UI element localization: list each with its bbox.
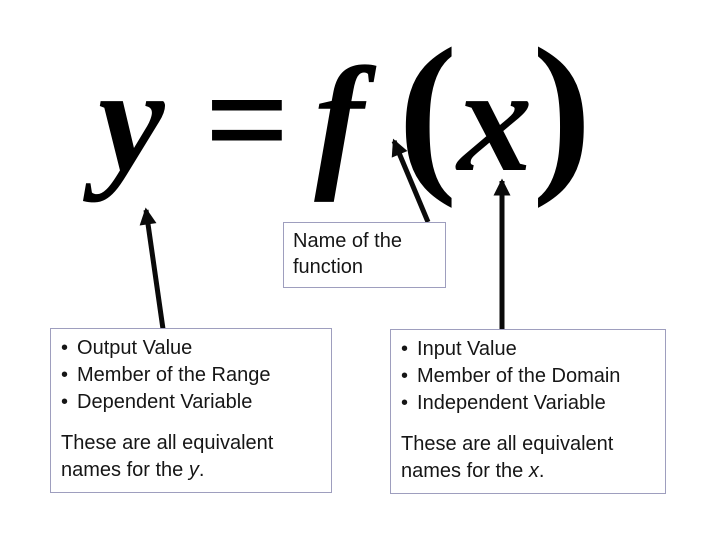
equivalent-names-note: These are all equivalent names for the y… [61, 430, 321, 484]
right-parenthesis: ) [532, 11, 592, 209]
list-item: • Member of the Range [61, 362, 321, 389]
bullet-text: Output Value [77, 337, 193, 359]
bullet-text: Input Value [417, 338, 517, 360]
note-prefix: These are all equivalent names for the [401, 433, 614, 482]
bullet-icon: • [61, 337, 69, 359]
equation-function-name: f [314, 37, 365, 203]
bullet-icon: • [401, 365, 409, 387]
equation-output-variable: y [98, 37, 165, 203]
left-parenthesis: ( [398, 11, 458, 209]
equation: y = f ( x ) [98, 21, 592, 199]
equation-input-variable: x [457, 37, 533, 203]
equals-sign: = [204, 37, 291, 203]
list-item: • Member of the Domain [401, 363, 655, 390]
arrow-to-y-icon [139, 207, 166, 330]
list-item: • Output Value [61, 335, 321, 362]
output-value-callout: • Output Value • Member of the Range • D… [50, 328, 332, 493]
function-name-callout: Name of the function [283, 222, 446, 288]
bullet-icon: • [401, 338, 409, 360]
list-item: • Input Value [401, 336, 655, 363]
input-value-callout: • Input Value • Member of the Domain • I… [390, 329, 666, 494]
note-variable: y [188, 459, 199, 481]
bullet-icon: • [401, 392, 409, 414]
note-prefix: These are all equivalent names for the [61, 432, 274, 481]
function-name-text: Name of the function [293, 230, 402, 278]
note-suffix: . [538, 460, 545, 482]
bullet-text: Member of the Domain [417, 365, 621, 387]
bullet-text: Member of the Range [77, 364, 271, 386]
equivalent-names-note: These are all equivalent names for the x… [401, 431, 655, 485]
bullet-icon: • [61, 391, 69, 413]
note-variable: x [528, 460, 539, 482]
bullet-text: Independent Variable [417, 392, 606, 414]
bullet-icon: • [61, 364, 69, 386]
bullet-text: Dependent Variable [77, 391, 253, 413]
note-suffix: . [198, 459, 205, 481]
list-item: • Dependent Variable [61, 389, 321, 416]
list-item: • Independent Variable [401, 390, 655, 417]
